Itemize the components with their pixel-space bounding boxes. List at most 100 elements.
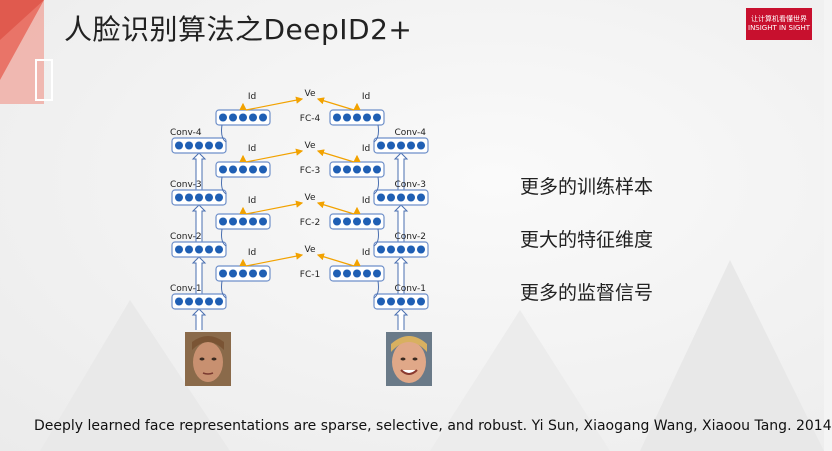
fc-block-right <box>329 109 385 126</box>
node <box>407 297 415 306</box>
node <box>363 165 371 174</box>
node <box>417 245 425 254</box>
conv-to-fc-connector <box>221 124 227 143</box>
bullet-item: 更多的监督信号 <box>520 282 654 304</box>
conv-to-fc-connector <box>373 124 379 143</box>
node <box>343 113 351 122</box>
orange-arrow <box>245 252 304 267</box>
node <box>373 113 381 122</box>
corner-accent <box>0 0 53 104</box>
node <box>417 297 425 306</box>
node <box>249 269 257 278</box>
node <box>185 141 193 150</box>
id-label: Id <box>248 92 256 102</box>
node <box>195 141 203 150</box>
conv-block-left <box>171 189 227 206</box>
conv-block-right <box>373 293 429 310</box>
node <box>219 165 227 174</box>
orange-arrow <box>316 253 355 267</box>
conv-label: Conv-4 <box>170 128 202 138</box>
node <box>215 297 223 306</box>
conv-block-left <box>171 293 227 310</box>
node <box>229 217 237 226</box>
node <box>363 217 371 226</box>
node <box>175 141 183 150</box>
node <box>239 165 247 174</box>
fc-label: FC-1 <box>300 270 320 280</box>
node <box>353 113 361 122</box>
orange-arrow <box>245 200 304 215</box>
node <box>377 245 385 254</box>
conv-to-fc-connector <box>373 280 379 299</box>
id-label: Id <box>248 248 256 258</box>
bullet-list: 更多的训练样本 更大的特征维度 更多的监督信号 <box>520 172 653 331</box>
orange-arrow <box>245 96 304 111</box>
page-title: 人脸识别算法之DeepID2+ <box>64 13 413 46</box>
conv-block-left <box>171 137 227 154</box>
node <box>387 245 395 254</box>
id-label: Id <box>362 248 370 258</box>
id-label: Id <box>362 144 370 154</box>
fc-block-left <box>215 109 271 126</box>
orange-arrow <box>316 201 355 215</box>
conv-to-fc-connector <box>373 228 379 247</box>
node <box>407 245 415 254</box>
node <box>387 193 395 202</box>
node <box>353 269 361 278</box>
node <box>373 165 381 174</box>
node <box>259 113 267 122</box>
node <box>249 217 257 226</box>
node <box>363 113 371 122</box>
fc-block-left <box>215 213 271 230</box>
conv-block-left <box>171 241 227 258</box>
fc-label: FC-4 <box>300 114 321 124</box>
conv-block-right <box>373 137 429 154</box>
node <box>239 113 247 122</box>
conv-block-right <box>373 189 429 206</box>
fc-block-left <box>215 265 271 282</box>
ve-label: Ve <box>305 245 316 255</box>
fc-label: FC-3 <box>300 166 320 176</box>
node <box>249 113 257 122</box>
citation: Deeply learned face representations are … <box>34 418 832 434</box>
face-photo-right <box>386 332 432 386</box>
ve-label: Ve <box>305 193 316 203</box>
conv-block-right <box>373 241 429 258</box>
node <box>219 217 227 226</box>
node <box>205 141 213 150</box>
node <box>397 141 405 150</box>
node <box>215 141 223 150</box>
conv-to-fc-connector <box>221 280 227 299</box>
conv-label: Conv-2 <box>170 232 202 242</box>
node <box>377 141 385 150</box>
node <box>343 217 351 226</box>
node <box>215 193 223 202</box>
conv-label: Conv-3 <box>394 180 426 190</box>
brand-logo: 让计算机看懂世界 INSIGHT IN SIGHT <box>746 8 812 40</box>
fc-block-right <box>329 213 385 230</box>
node <box>175 297 183 306</box>
node <box>185 245 193 254</box>
node <box>377 297 385 306</box>
node <box>205 297 213 306</box>
node <box>377 193 385 202</box>
conv-label: Conv-2 <box>394 232 426 242</box>
fc-label: FC-2 <box>300 218 320 228</box>
id-label: Id <box>248 144 256 154</box>
node <box>185 193 193 202</box>
node <box>259 165 267 174</box>
node <box>185 297 193 306</box>
node <box>417 141 425 150</box>
logo-line-2: INSIGHT IN SIGHT <box>748 24 810 32</box>
node <box>175 245 183 254</box>
node <box>333 165 341 174</box>
node <box>249 165 257 174</box>
node <box>195 297 203 306</box>
node <box>333 113 341 122</box>
node <box>373 269 381 278</box>
node <box>407 141 415 150</box>
bullet-item: 更多的训练样本 <box>520 176 654 198</box>
node <box>229 269 237 278</box>
